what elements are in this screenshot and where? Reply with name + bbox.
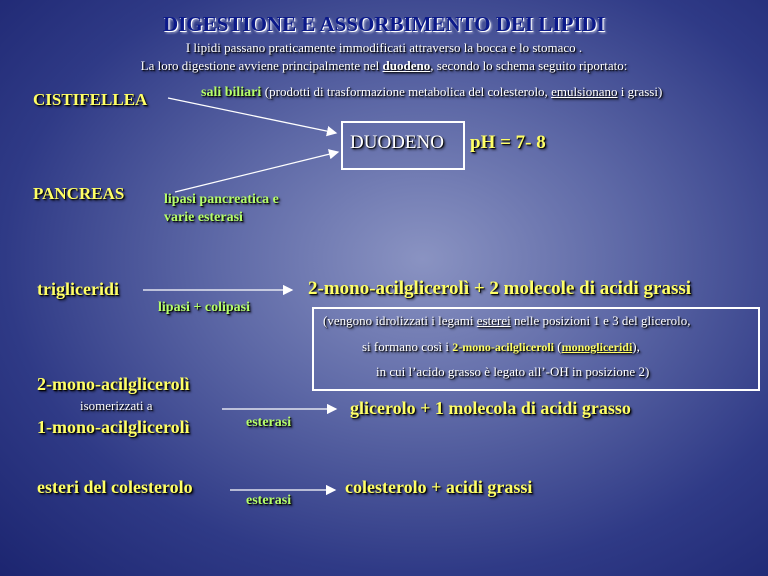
label-2-mono: 2-mono-acilglicerolì [37,374,190,394]
label-isomerizzati: isomerizzati a [80,398,153,413]
label-lipasi-colipasi: lipasi + colipasi [158,300,250,315]
product-1: 2-mono-acilglicerolì + 2 molecole di aci… [308,278,692,299]
arrow-cistifellea [167,97,338,137]
lipasi-pancreatica-line-2: varie esterasi [164,210,243,225]
subtitle-line-1: I lipidi passano praticamente immodifica… [185,40,583,55]
label-esterasi-2: esterasi [246,493,292,508]
label-cistifellea: CISTIFELLEA [33,90,148,109]
note-box [312,307,760,391]
lipasi-pancreatica-line-1: lipasi pancreatica e [164,192,279,207]
product-3: colesterolo + acidi grassi [345,477,533,497]
note-line-2: si formano così i 2-mono-acilgliceroli (… [362,339,640,354]
subtitle-line-2: La loro digestione avviene principalment… [140,58,628,73]
arrow-pancreas [174,149,340,193]
duodeno-box [341,121,465,170]
product-2: glicerolo + 1 molecola di acidi grasso [350,398,631,418]
note-line-1: (vengono idrolizzati i legami esterei ne… [323,313,691,328]
page-title: DIGESTIONE E ASSORBIMENTO DEI LIPIDI [163,12,605,36]
label-esteri-colesterolo: esteri del colesterolo [37,477,193,497]
label-ph: pH = 7- 8 [470,132,546,153]
label-duodeno: DUODENO [350,132,444,153]
label-pancreas: PANCREAS [33,184,125,203]
note-line-3: in cui l’acido grasso è legato all’-OH i… [376,364,650,379]
label-esterasi-1: esterasi [246,415,292,430]
sali-biliari-row: sali biliari (prodotti di trasformazione… [201,84,663,100]
label-1-mono: 1-mono-acilglicerolì [37,417,190,437]
label-trigliceridi: trigliceridi [37,279,119,299]
